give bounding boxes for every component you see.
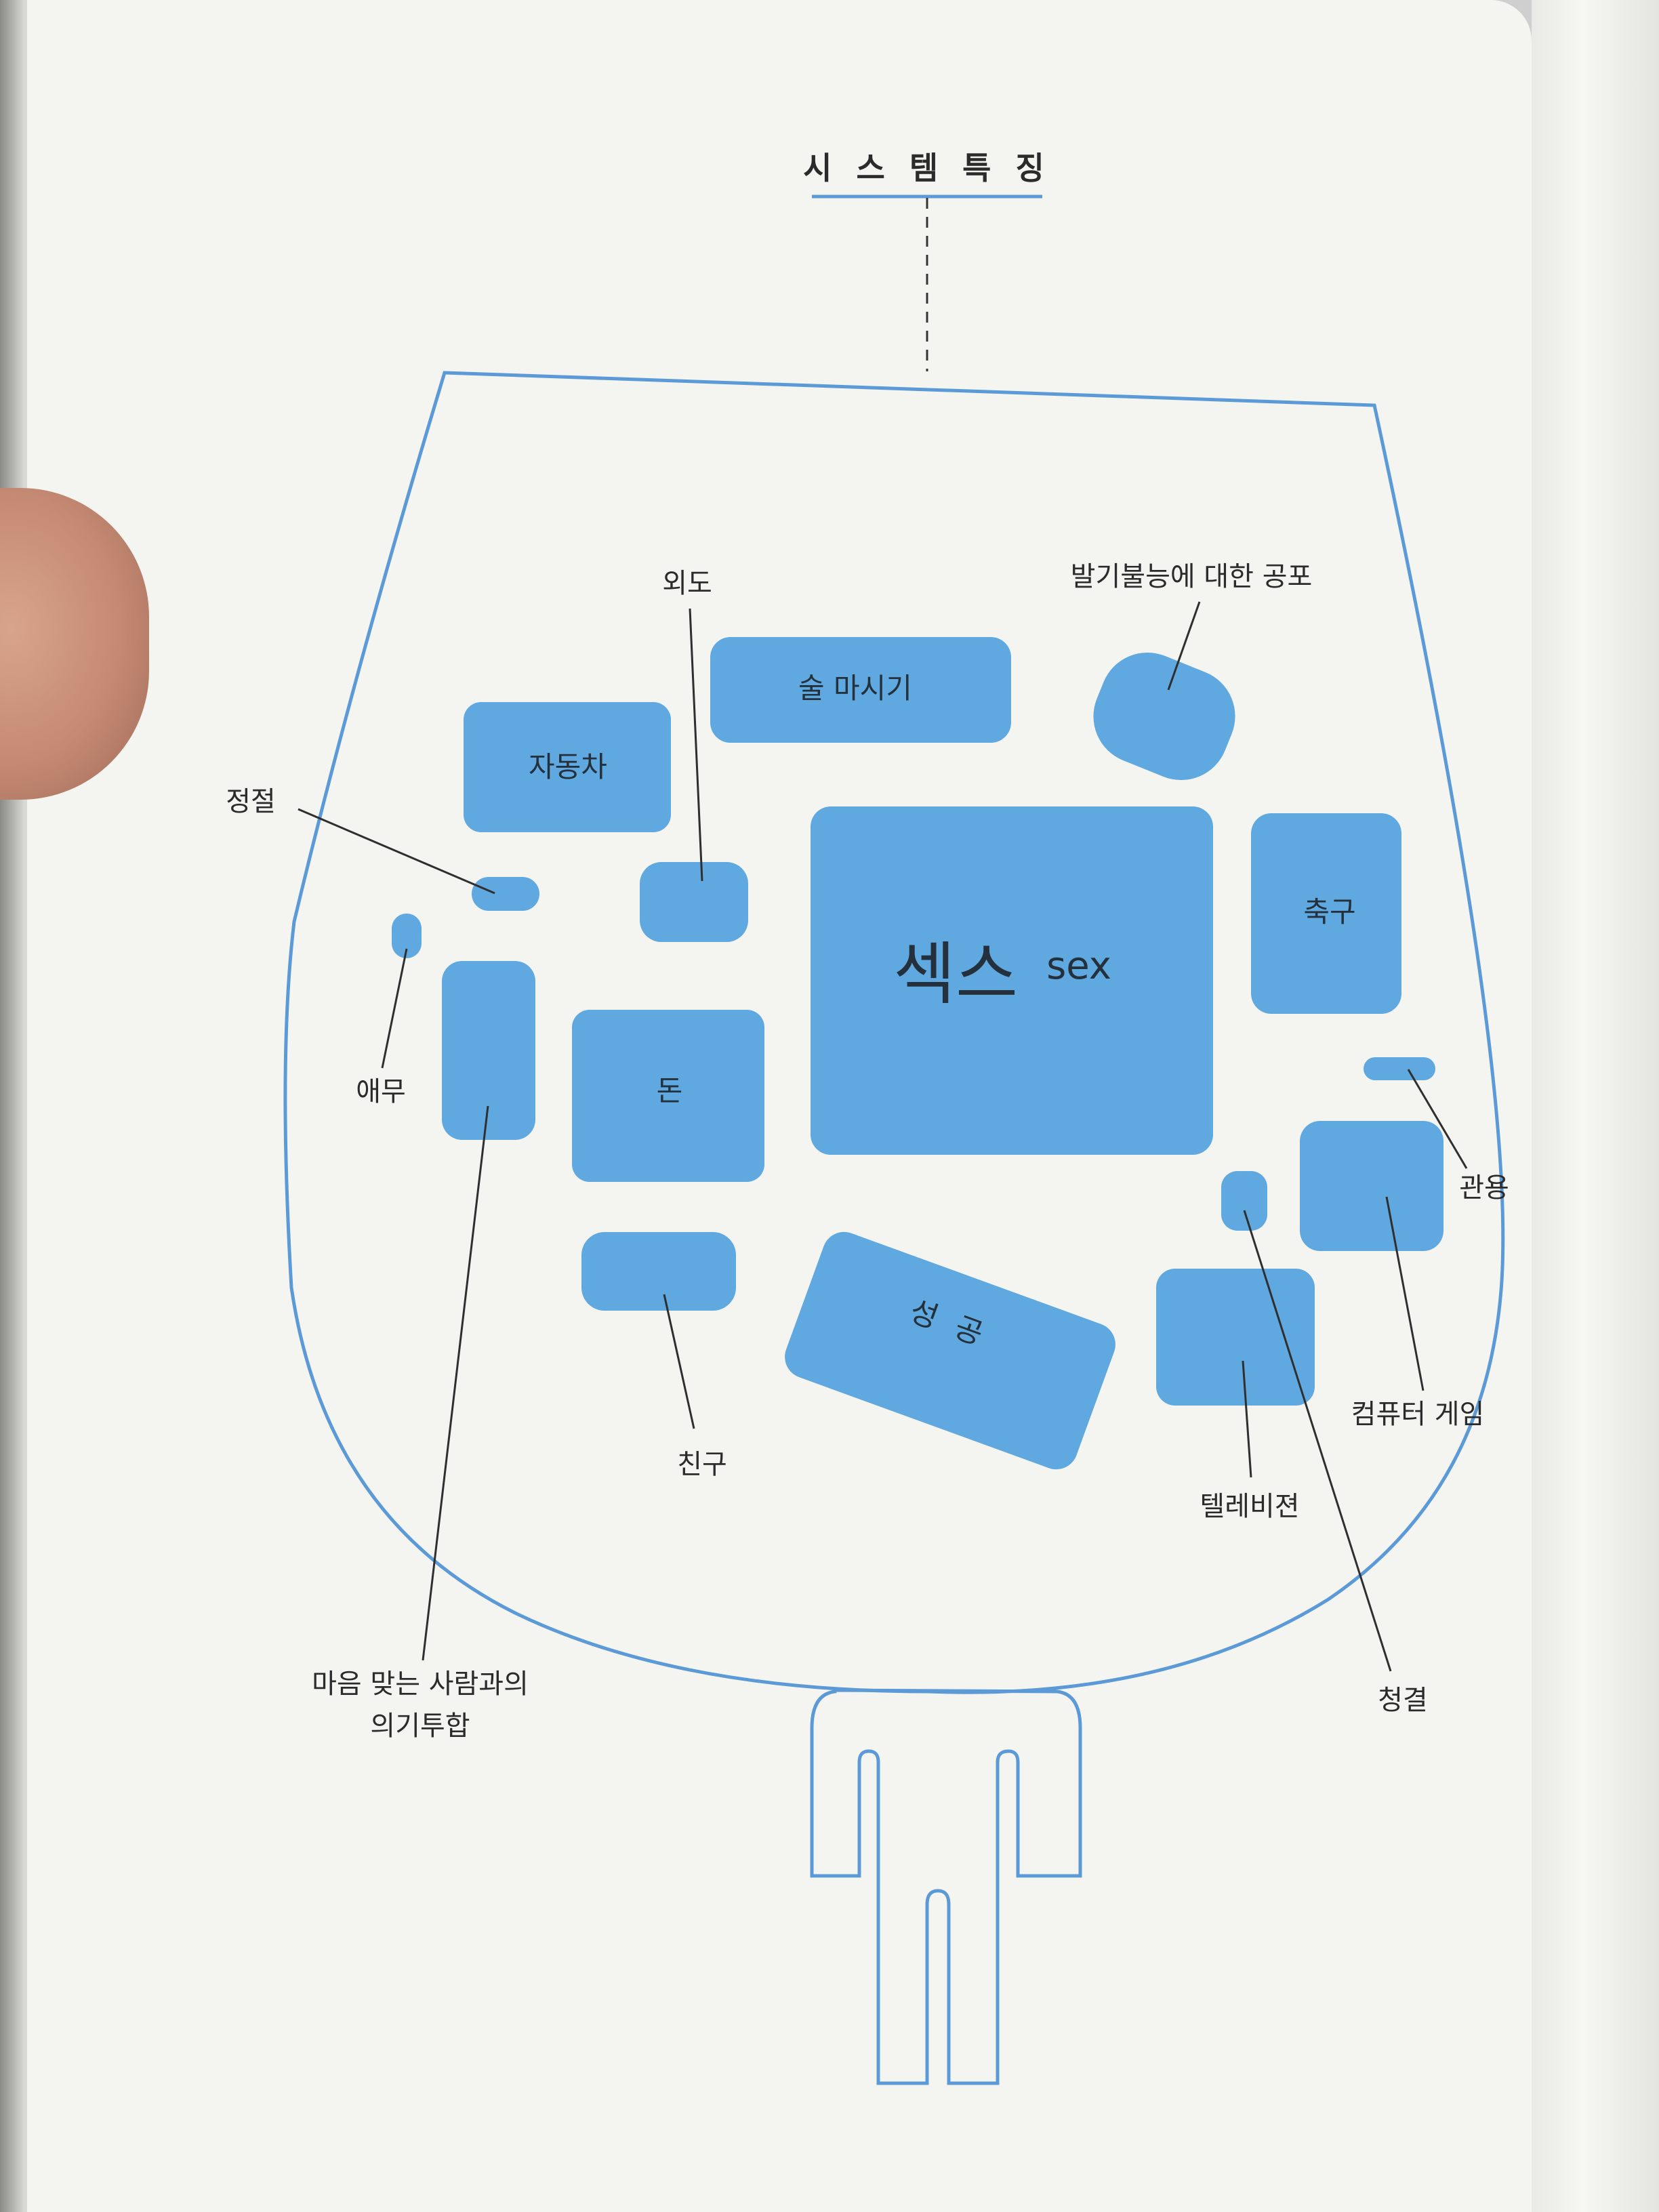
label-cleanliness: 청결 <box>1378 1685 1428 1716</box>
leader-fear <box>1167 601 1201 691</box>
label-computer-game: 컴퓨터 게임 <box>1351 1399 1485 1430</box>
leader-cleanliness <box>1243 1210 1392 1672</box>
leader-friend <box>663 1294 695 1429</box>
label-car: 자동차 <box>529 750 607 783</box>
diagram-title: 시 스 템 특 징 <box>803 150 1051 186</box>
label-money: 돈 <box>657 1074 683 1107</box>
box-money <box>572 1010 764 1182</box>
leader-affair <box>689 608 703 882</box>
box-television <box>1156 1269 1315 1406</box>
label-drinking: 술 마시기 <box>798 672 912 705</box>
box-drinking <box>710 637 1011 743</box>
label-tolerance: 관용 <box>1459 1172 1509 1204</box>
label-football: 축구 <box>1303 895 1355 928</box>
label-sex-en: sex <box>1046 944 1111 988</box>
box-chastity <box>472 877 539 911</box>
box-computer-game <box>1300 1121 1443 1251</box>
leader-television <box>1242 1360 1252 1478</box>
label-rapport-line1: 마음 맞는 사람과의 <box>312 1668 529 1700</box>
body-outline <box>810 1688 1082 2085</box>
box-success <box>785 1231 1115 1470</box>
box-football <box>1251 813 1401 1014</box>
label-rapport-line2: 의기투합 <box>370 1711 470 1742</box>
label-chastity: 정절 <box>226 786 276 817</box>
leader-chastity <box>298 808 495 895</box>
label-television: 텔레비젼 <box>1200 1491 1299 1522</box>
box-caress <box>392 914 422 958</box>
label-sex-kr: 섹스 <box>893 935 1018 1014</box>
leader-tolerance <box>1407 1069 1468 1169</box>
box-affair <box>640 862 748 942</box>
page-edge <box>1532 0 1659 2212</box>
box-cleanliness <box>1221 1171 1267 1231</box>
book-page <box>27 0 1532 2212</box>
head-outline <box>283 371 1505 1694</box>
label-friend: 친구 <box>677 1449 727 1480</box>
box-tolerance <box>1364 1057 1435 1080</box>
box-car <box>464 702 671 832</box>
box-friend <box>581 1232 736 1311</box>
box-rapport <box>442 961 535 1140</box>
label-caress: 애무 <box>356 1076 406 1107</box>
leader-caress <box>381 948 408 1069</box>
label-fear: 발기불능에 대한 공포 <box>1071 561 1313 592</box>
leader-computer-game <box>1385 1196 1425 1391</box>
leader-rapport <box>422 1105 489 1661</box>
box-fear <box>1093 652 1235 781</box>
box-sex <box>811 806 1213 1155</box>
label-affair: 외도 <box>662 568 712 599</box>
